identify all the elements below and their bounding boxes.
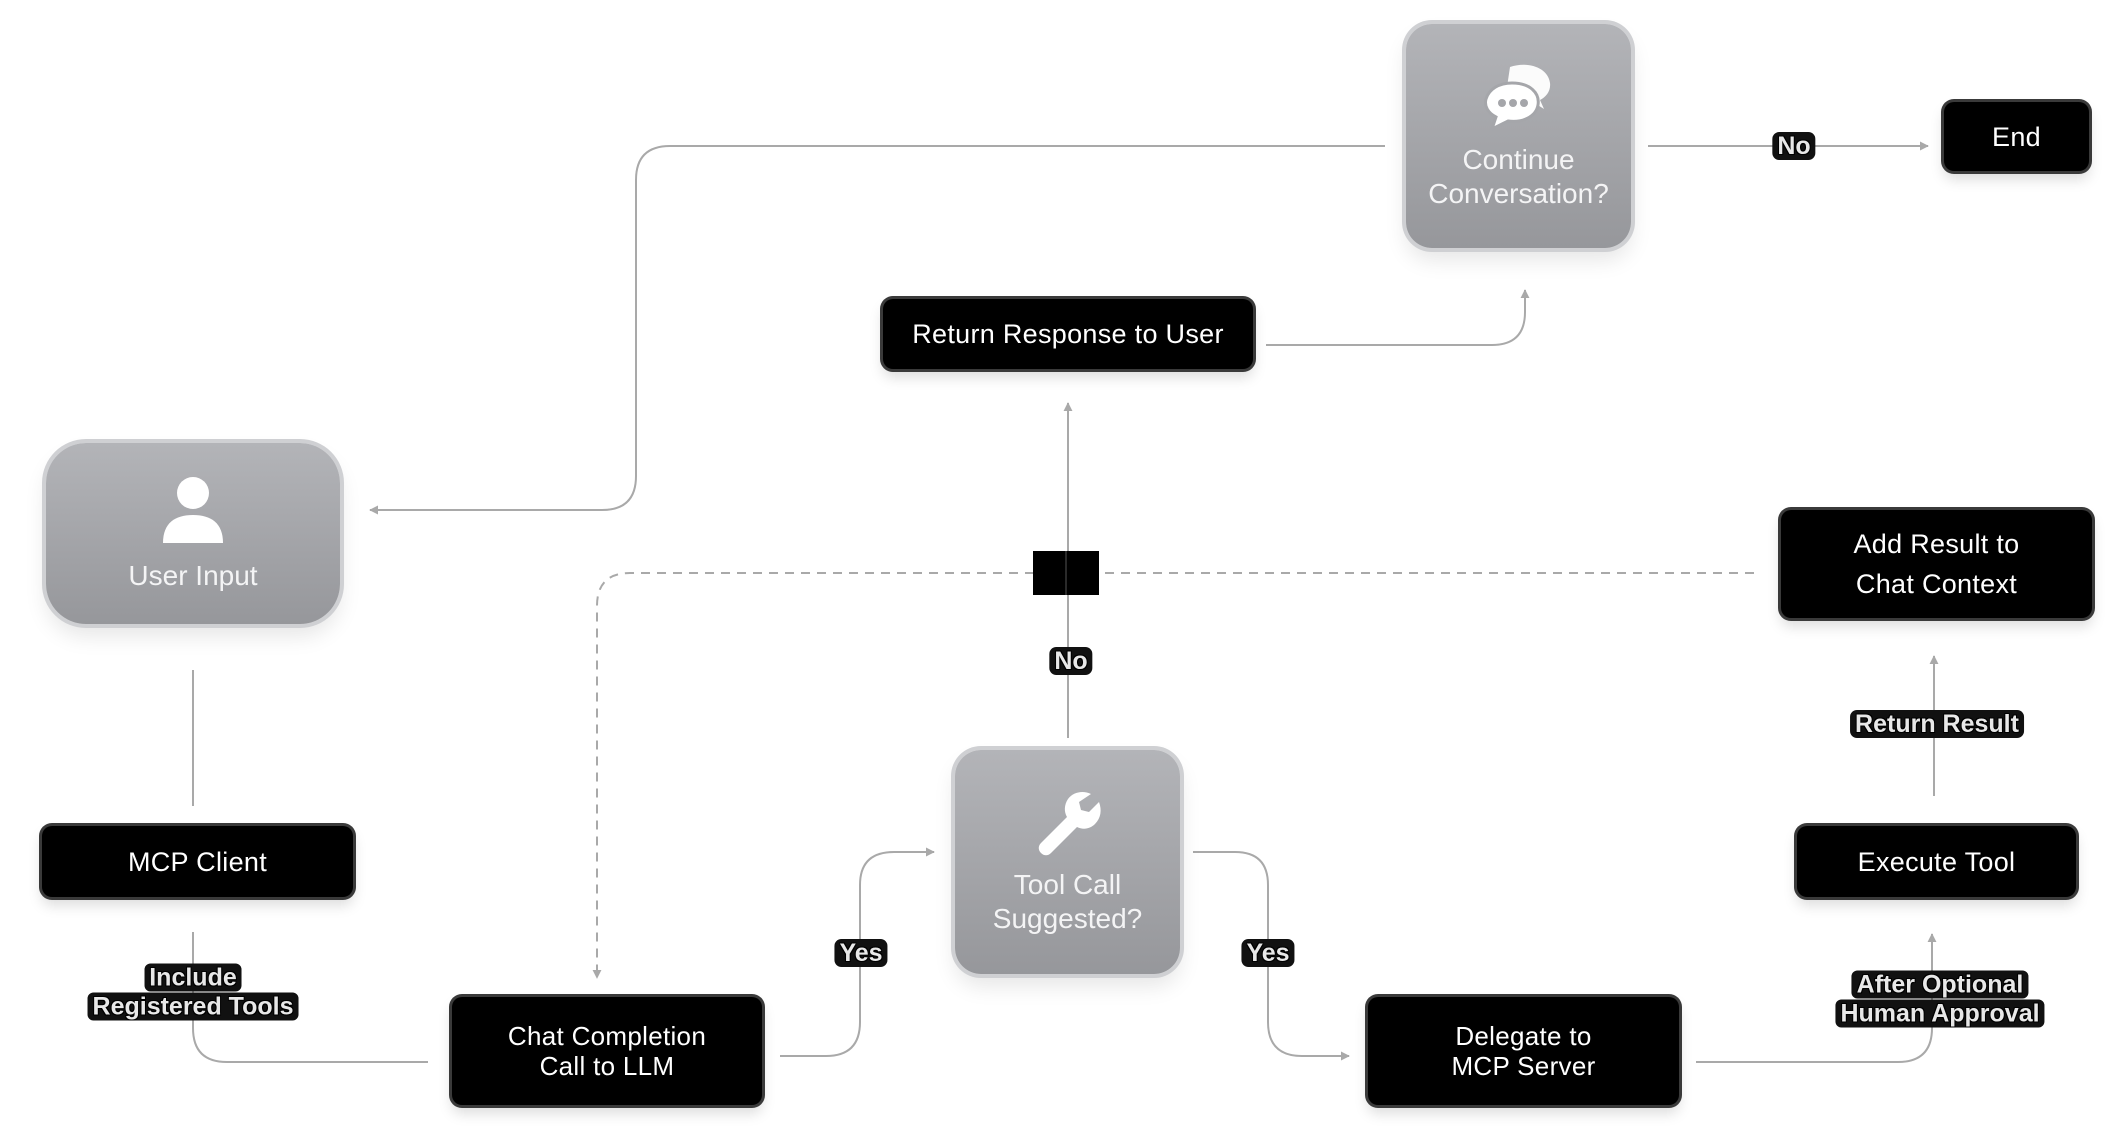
delegate-line-2: MCP Server xyxy=(1451,1051,1596,1081)
return-response-node[interactable]: Return Response to User xyxy=(883,299,1253,369)
after-approval-line-1: After Optional xyxy=(1851,970,2029,999)
chat-completion-node[interactable]: Chat Completion Call to LLM xyxy=(452,997,762,1105)
edge-label-include-tools: Include Registered Tools xyxy=(87,963,299,1022)
chat-completion-line-1: Chat Completion xyxy=(507,1021,707,1051)
delegate-line-1: Delegate to xyxy=(1455,1021,1592,1051)
wrench-icon xyxy=(1038,791,1101,856)
tool-call-line-2: Suggested? xyxy=(992,903,1143,934)
chat-completion-line-2: Call to LLM xyxy=(539,1051,675,1081)
add-result-line-2: Chat Context xyxy=(1855,569,2018,599)
edge-label-yes-tool: Yes xyxy=(1241,939,1295,967)
edge-label-no-end: No xyxy=(1772,132,1816,160)
include-tools-line-1: Include xyxy=(144,963,242,992)
user-input-node[interactable]: User Input xyxy=(46,443,340,624)
edge-mcp-client-to-chat xyxy=(192,932,428,1063)
edge-continue-to-user-input xyxy=(369,145,1385,515)
edge-return-to-continue xyxy=(1266,289,1530,346)
delegate-mcp-node[interactable]: Delegate to MCP Server xyxy=(1368,997,1679,1105)
mcp-client-label: MCP Client xyxy=(127,846,268,877)
edge-add-result-to-chat xyxy=(592,572,1754,979)
add-result-node[interactable]: Add Result to Chat Context xyxy=(1781,510,2092,618)
end-node[interactable]: End xyxy=(1944,102,2089,171)
execute-tool-node[interactable]: Execute Tool xyxy=(1797,826,2076,897)
continue-conversation-node[interactable]: Continue Conversation? xyxy=(1406,24,1631,248)
add-result-line-1: Add Result to xyxy=(1853,529,2020,559)
end-label: End xyxy=(1992,121,2041,152)
include-tools-line-2: Registered Tools xyxy=(87,992,299,1021)
execute-tool-label: Execute Tool xyxy=(1857,846,2016,877)
return-response-label: Return Response to User xyxy=(912,319,1224,349)
user-icon xyxy=(163,476,223,543)
edge-delegate-to-execute xyxy=(1696,933,1937,1063)
edge-crossing-marker xyxy=(1033,551,1099,595)
continue-conversation-line-2: Conversation? xyxy=(1428,178,1609,209)
mcp-client-node[interactable]: MCP Client xyxy=(42,826,353,897)
edge-label-return-result: Return Result xyxy=(1850,710,2024,738)
edge-label-yes-llm: Yes xyxy=(834,939,888,967)
continue-conversation-line-1: Continue xyxy=(1462,144,1575,175)
tool-call-line-1: Tool Call xyxy=(1013,869,1122,900)
user-input-label: User Input xyxy=(128,559,258,591)
edge-label-no-tool: No xyxy=(1049,647,1093,675)
after-approval-line-2: Human Approval xyxy=(1835,999,2045,1028)
edge-label-after-approval: After Optional Human Approval xyxy=(1835,970,2045,1029)
tool-call-suggested-node[interactable]: Tool Call Suggested? xyxy=(955,750,1180,974)
chat-bubbles-icon xyxy=(1483,64,1550,132)
